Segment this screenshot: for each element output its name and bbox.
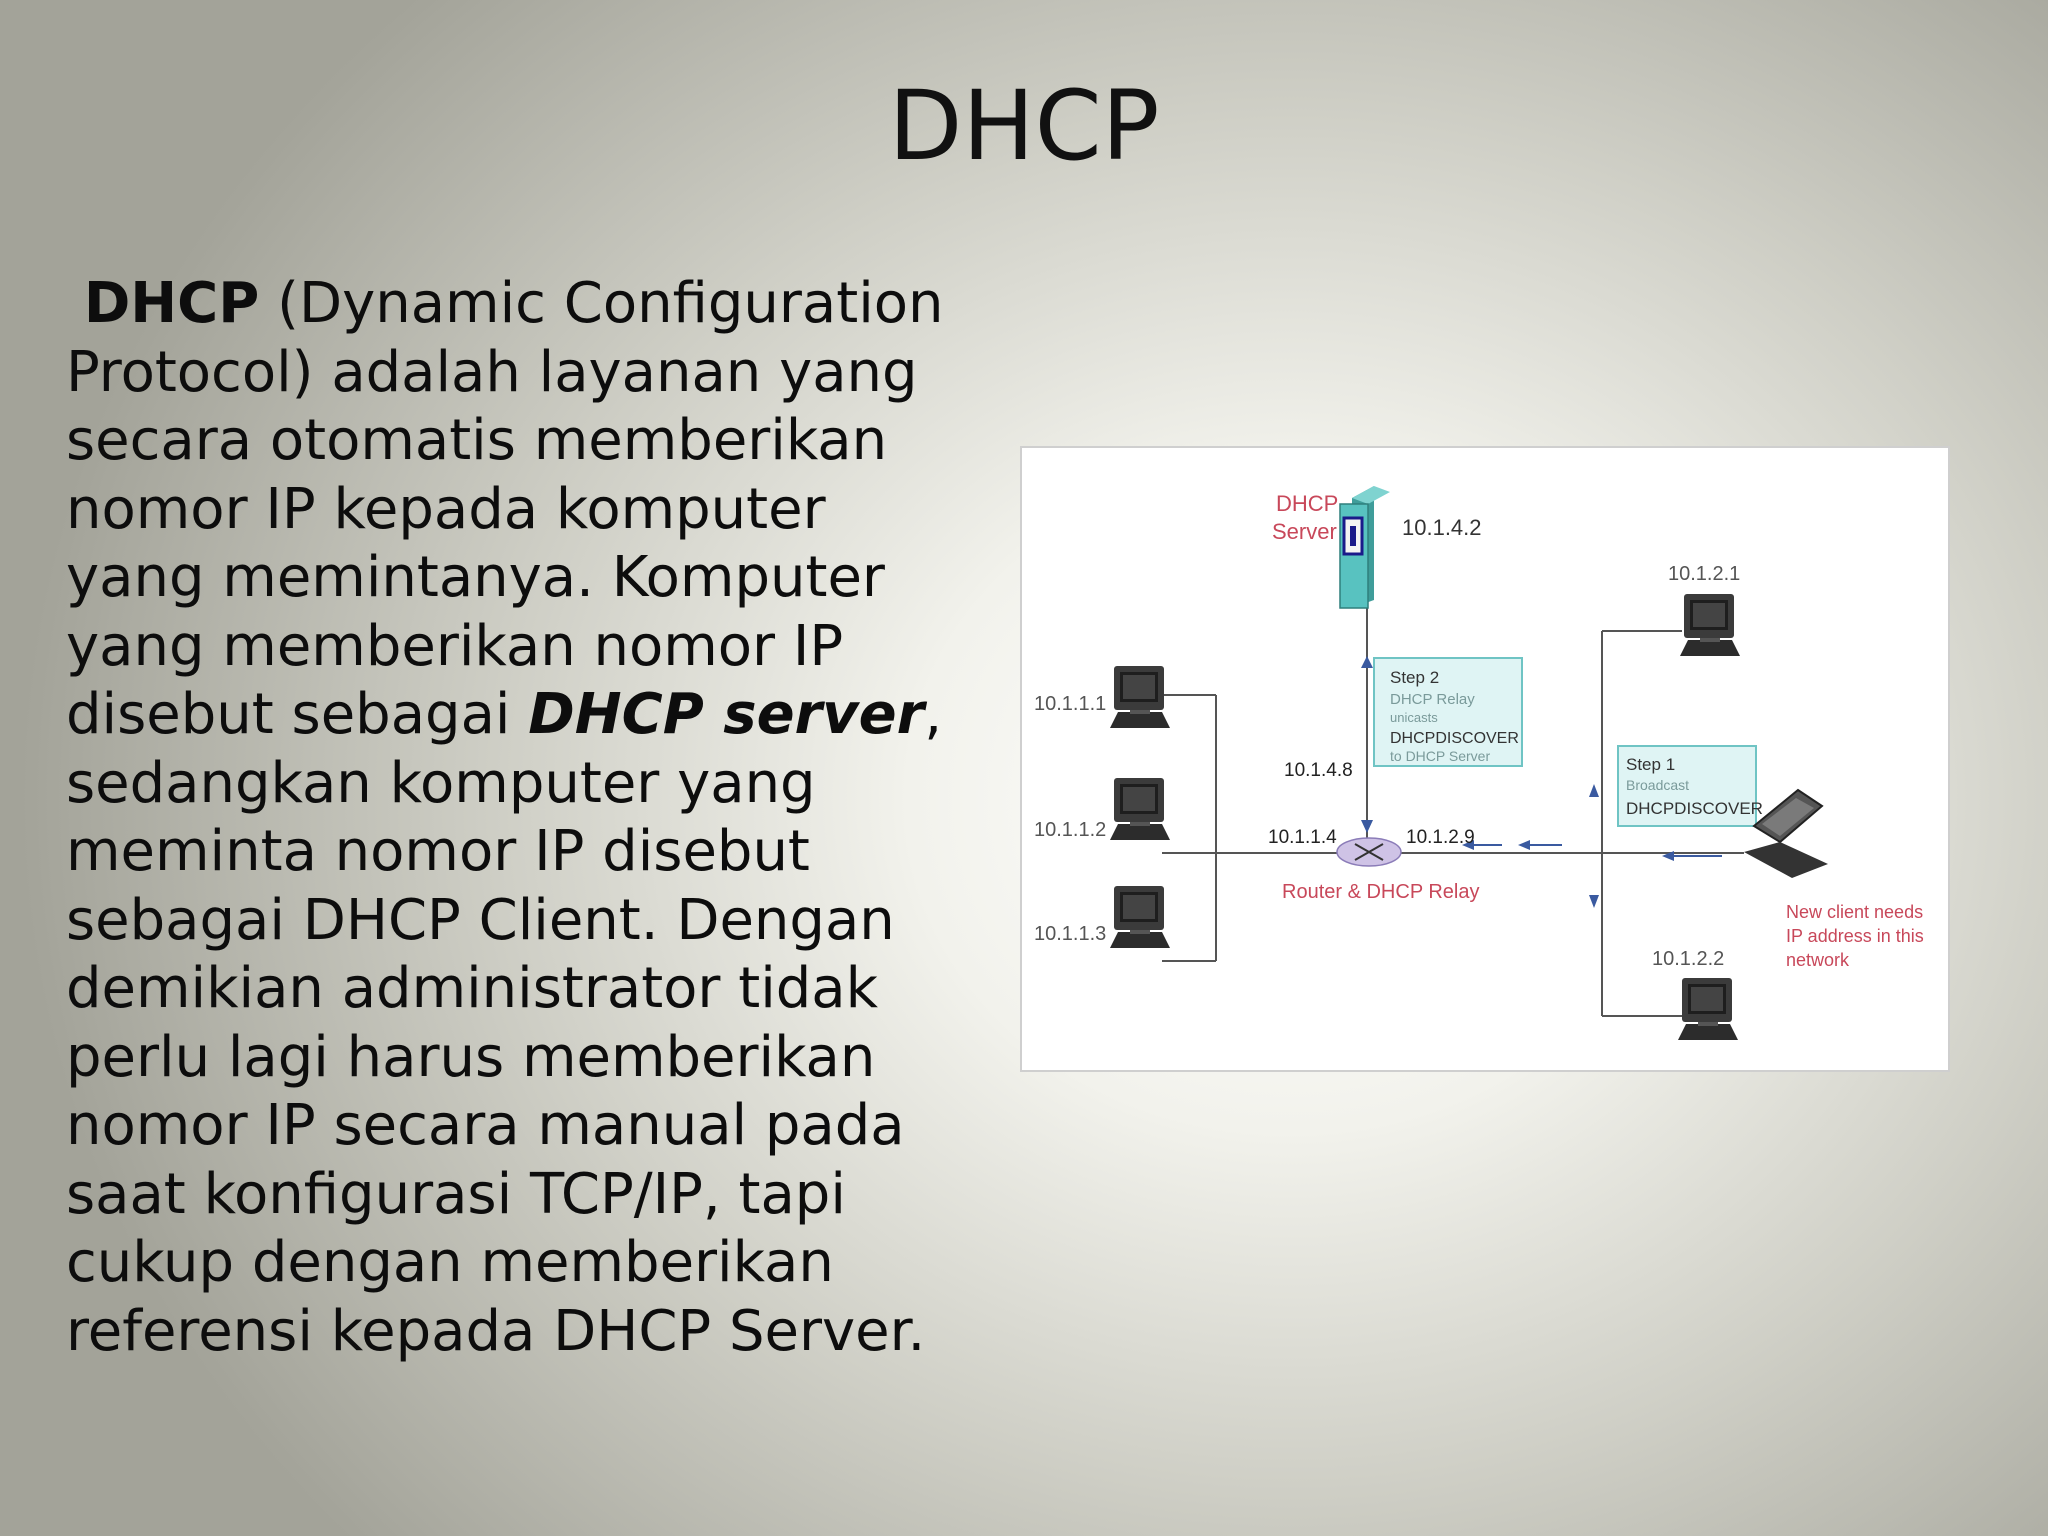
paragraph-line: referensi kepada DHCP Server. [66, 1298, 966, 1367]
paragraph-text: saat konfigurasi TCP/IP, tapi [66, 1161, 846, 1227]
laptop-icon [1744, 788, 1828, 878]
paragraph-line: sebagai DHCP Client. Dengan [66, 887, 966, 956]
paragraph-text: cukup dengan memberikan [66, 1230, 834, 1295]
paragraph-text: referensi kepada DHCP Server. [66, 1298, 926, 1364]
server-label: DHCP [1276, 491, 1338, 516]
step2-line: unicasts [1390, 710, 1438, 725]
step1-line: Broadcast [1626, 777, 1689, 793]
host-ip-label: 10.1.1.2 [1034, 819, 1106, 841]
router-label: Router & DHCP Relay [1282, 881, 1479, 903]
step2-line: DHCPDISCOVER [1390, 730, 1519, 747]
paragraph-text: nomor IP kepada komputer [66, 476, 826, 542]
paragraph-text: (Dynamic Configuration [259, 271, 944, 336]
dhcp-network-diagram: DHCP Server 10.1.4.2 Step 2 DHCP Relay u… [1020, 446, 1950, 1072]
paragraph-line: Protocol) adalah layanan yang [66, 339, 966, 408]
emphasized-term: DHCP server [528, 682, 925, 747]
step2-note [1373, 657, 1523, 767]
paragraph-line: DHCP (Dynamic Configuration [66, 270, 966, 339]
step1-note [1617, 745, 1757, 827]
paragraph-text: nomor IP secara manual pada [66, 1093, 905, 1158]
paragraph-text: , [924, 682, 943, 747]
server-label: Server [1272, 519, 1337, 544]
paragraph-text: yang memberikan nomor IP [66, 613, 844, 679]
paragraph-line: nomor IP kepada komputer [66, 476, 966, 545]
paragraph-text: demikian administrator tidak [66, 956, 879, 1021]
paragraph-line: yang memintanya. Komputer [66, 544, 966, 613]
paragraph-text: sebagai DHCP Client. Dengan [66, 887, 895, 953]
computer-icon [1110, 778, 1170, 840]
computer-icon [1678, 978, 1738, 1040]
host-ip-label: 10.1.2.1 [1668, 563, 1740, 585]
paragraph-line: disebut sebagai DHCP server, [66, 681, 966, 750]
slide-title: DHCP [888, 70, 1160, 182]
dhcp-server-icon [1339, 486, 1390, 609]
paragraph-text: yang memintanya. Komputer [66, 545, 885, 610]
computer-icon [1110, 886, 1170, 948]
paragraph-text: disebut sebagai [66, 682, 529, 747]
router-ip-top: 10.1.4.8 [1284, 760, 1353, 781]
paragraph-text: perlu lagi harus memberikan [66, 1024, 876, 1090]
new-client-label: network [1786, 950, 1850, 970]
new-client-label: New client needs [1786, 902, 1923, 922]
paragraph-line: perlu lagi harus memberikan [66, 1024, 966, 1093]
router-ip-left: 10.1.1.4 [1268, 827, 1337, 848]
paragraph-line: demikian administrator tidak [66, 955, 966, 1024]
paragraph-line: meminta nomor IP disebut [66, 818, 966, 887]
paragraph-line: yang memberikan nomor IP [66, 613, 966, 682]
server-ip-label: 10.1.4.2 [1402, 515, 1482, 540]
new-client-label: IP address in this [1786, 926, 1924, 946]
computer-icon [1110, 666, 1170, 728]
router-icon [1336, 837, 1402, 867]
paragraph-text: sedangkan komputer yang [66, 750, 816, 816]
router-ip-right: 10.1.2.9 [1406, 827, 1475, 848]
emphasized-term: DHCP [83, 271, 260, 336]
paragraph-line: secara otomatis memberikan [66, 407, 966, 476]
paragraph-line: cukup dengan memberikan [66, 1229, 966, 1298]
paragraph-text: Protocol) adalah layanan yang [66, 339, 918, 405]
step1-line: Step 1 [1626, 755, 1675, 774]
step1-line: DHCPDISCOVER [1626, 799, 1763, 818]
step2-line: to DHCP Server [1390, 748, 1490, 764]
paragraph-text: meminta nomor IP disebut [66, 819, 810, 884]
step2-line: DHCP Relay [1390, 691, 1475, 708]
paragraph-text: secara otomatis memberikan [66, 408, 888, 473]
host-ip-label: 10.1.2.2 [1652, 948, 1724, 970]
host-ip-label: 10.1.1.3 [1034, 923, 1106, 945]
paragraph-line: nomor IP secara manual pada [66, 1092, 966, 1161]
host-ip-label: 10.1.1.1 [1034, 693, 1106, 715]
step2-line: Step 2 [1390, 668, 1439, 687]
computer-icon [1680, 594, 1740, 656]
paragraph-line: sedangkan komputer yang [66, 750, 966, 819]
paragraph-line: saat konfigurasi TCP/IP, tapi [66, 1161, 966, 1230]
